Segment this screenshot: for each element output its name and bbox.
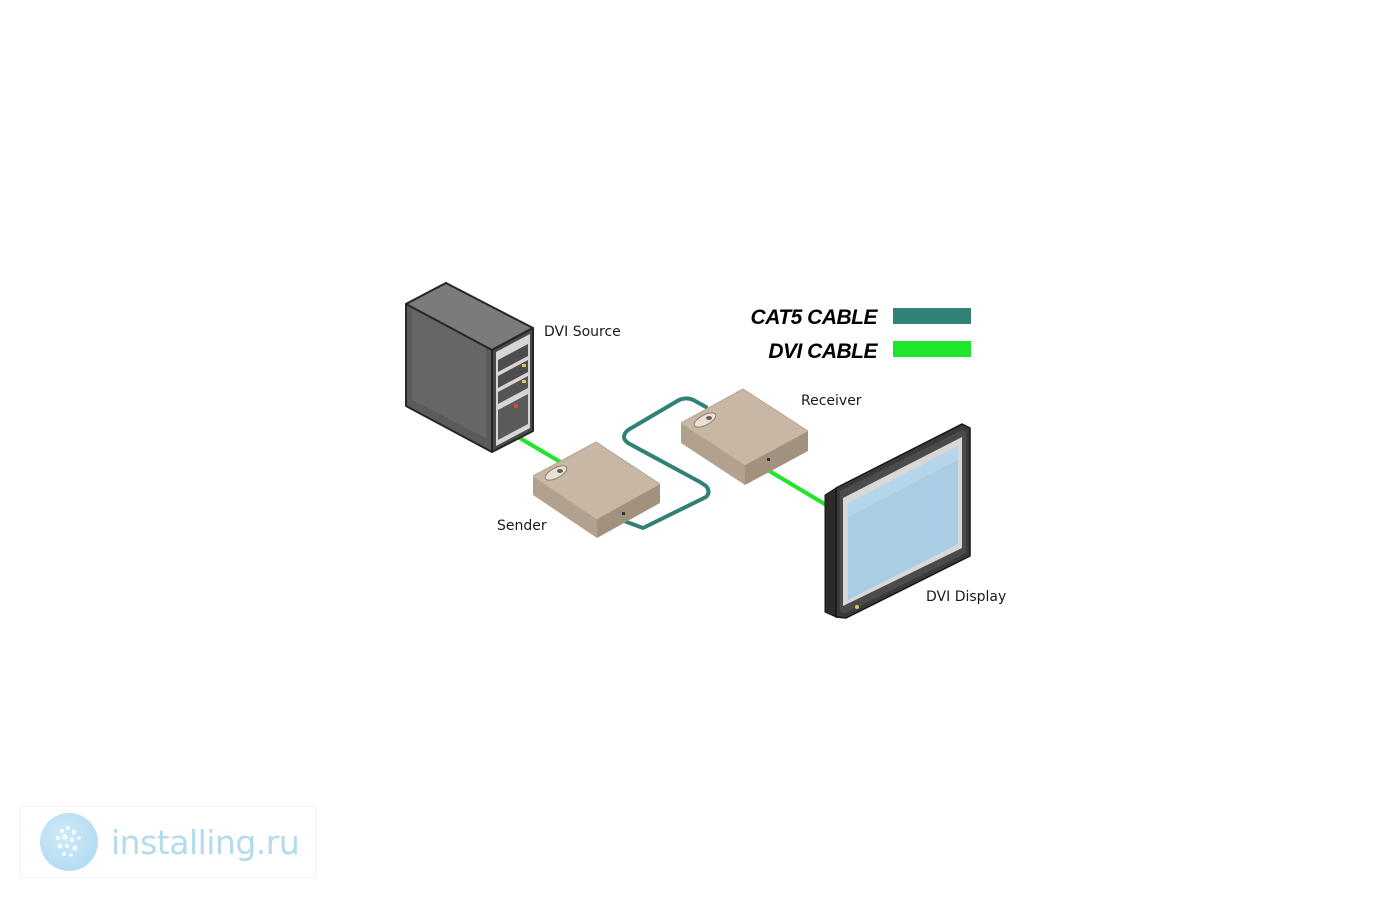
legend: CAT5 CABLE DVI CABLE (751, 306, 971, 363)
label-dvi-source: DVI Source (544, 324, 621, 340)
legend-cat5-swatch (893, 308, 971, 324)
label-receiver: Receiver (801, 393, 862, 409)
sender-box-icon (532, 441, 661, 538)
watermark: installing.ru (20, 806, 316, 878)
watermark-text: installing.ru (111, 822, 300, 862)
label-dvi-display: DVI Display (926, 589, 1006, 605)
dvi-cable-receiver-display (764, 467, 830, 508)
legend-dvi-label: DVI CABLE (768, 340, 878, 363)
label-sender: Sender (497, 518, 547, 534)
flower-logo-icon (40, 813, 98, 871)
monitor-icon (824, 423, 971, 619)
legend-cat5-label: CAT5 CABLE (751, 306, 879, 329)
receiver-box-icon (680, 388, 809, 485)
cat5-cable (622, 396, 711, 530)
dvi-cable-source-sender (511, 432, 564, 465)
legend-dvi-swatch (893, 341, 971, 357)
pc-tower-icon (405, 282, 534, 453)
